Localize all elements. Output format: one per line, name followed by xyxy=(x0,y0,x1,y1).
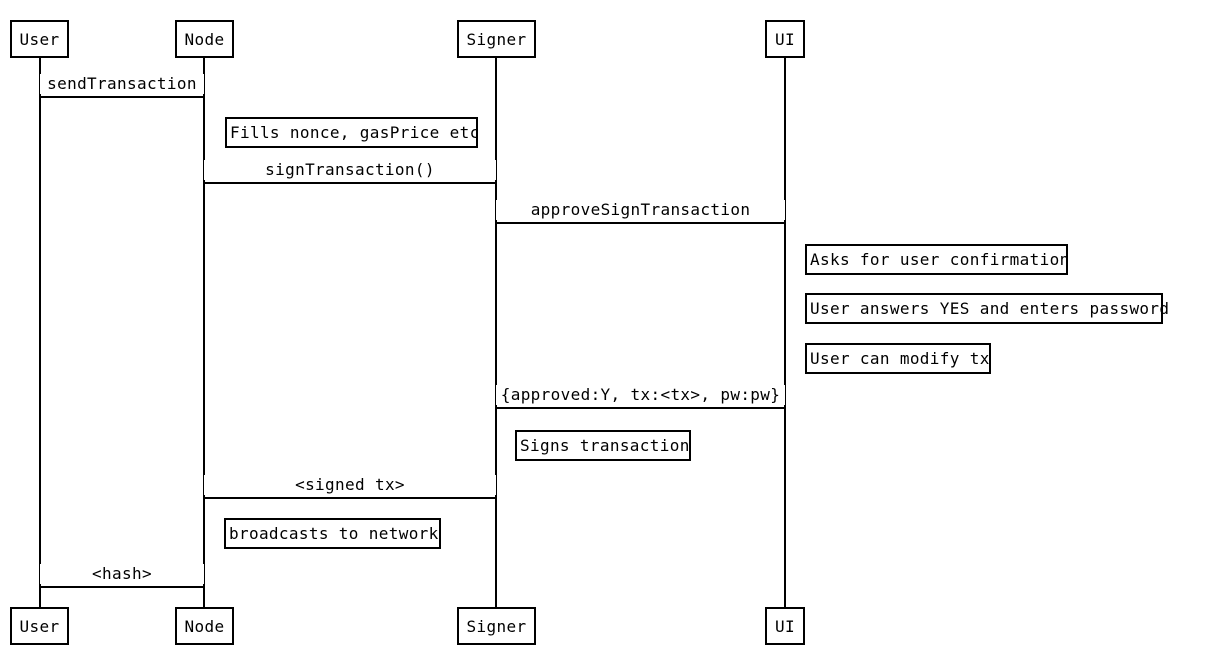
note-signs-transaction: Signs transaction xyxy=(515,430,691,461)
actor-node-label: Node xyxy=(184,616,225,636)
lifeline-node xyxy=(203,58,205,607)
message-label-hash: <hash> xyxy=(40,564,204,584)
actor-node-bottom: Node xyxy=(175,607,234,645)
actor-ui-label: UI xyxy=(775,616,795,636)
message-line-approvesigntransaction xyxy=(496,222,785,224)
message-line-approved-reply xyxy=(496,407,785,409)
actor-ui-label: UI xyxy=(775,29,795,49)
actor-node-top: Node xyxy=(175,20,234,58)
note-asks-confirmation: Asks for user confirmation xyxy=(805,244,1069,275)
actor-user-bottom: User xyxy=(10,607,69,645)
message-line-hash xyxy=(40,586,204,588)
lifeline-ui xyxy=(784,58,786,607)
note-broadcasts-to-network: broadcasts to network xyxy=(224,518,441,549)
note-user-can-modify-tx: User can modify tx xyxy=(805,343,991,374)
actor-signer-bottom: Signer xyxy=(457,607,536,645)
message-label-signed-tx: <signed tx> xyxy=(204,475,496,495)
actor-node-label: Node xyxy=(184,29,225,49)
message-line-sendtransaction xyxy=(40,96,204,98)
message-line-signtransaction xyxy=(204,182,496,184)
actor-ui-top: UI xyxy=(765,20,805,58)
message-label-sendtransaction: sendTransaction xyxy=(40,74,204,94)
message-label-approved-reply: {approved:Y, tx:<tx>, pw:pw} xyxy=(496,385,785,405)
message-label-approvesigntransaction: approveSignTransaction xyxy=(496,200,785,220)
message-label-signtransaction: signTransaction() xyxy=(204,160,496,180)
actor-signer-label: Signer xyxy=(466,29,527,49)
note-user-answers-yes: User answers YES and enters password xyxy=(805,293,1169,324)
lifeline-signer xyxy=(495,58,497,607)
actor-signer-top: Signer xyxy=(457,20,536,58)
actor-ui-bottom: UI xyxy=(765,607,805,645)
note-fills-nonce: Fills nonce, gasPrice etc xyxy=(225,117,479,148)
actor-user-label: User xyxy=(19,29,60,49)
message-line-signed-tx xyxy=(204,497,496,499)
actor-signer-label: Signer xyxy=(466,616,527,636)
actor-user-top: User xyxy=(10,20,69,58)
lifeline-user xyxy=(39,58,41,607)
actor-user-label: User xyxy=(19,616,60,636)
